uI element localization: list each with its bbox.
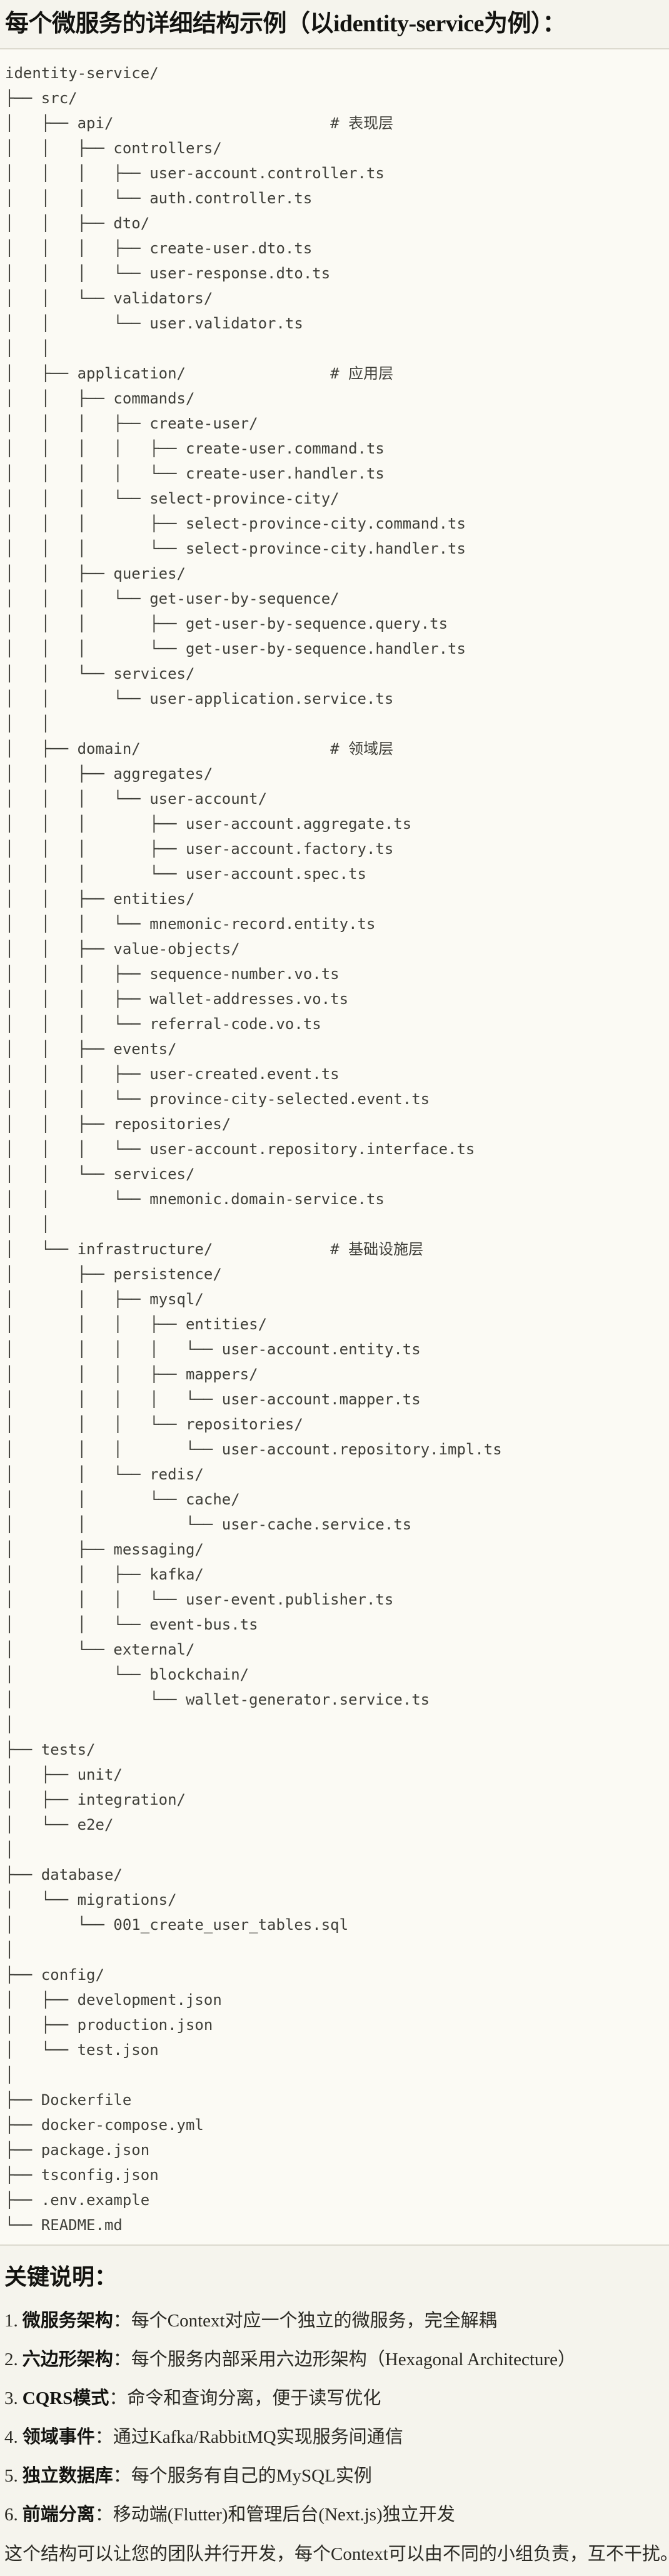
note-text: ：通过Kafka/RabbitMQ实现服务间通信 bbox=[94, 2427, 403, 2447]
note-item-3: 3.CQRS模式：命令和查询分离，便于读写优化 bbox=[4, 2388, 664, 2408]
directory-tree: identity-service/ ├── src/ │ ├── api/ # … bbox=[5, 64, 502, 2234]
note-number: 3. bbox=[4, 2388, 18, 2408]
note-label: 前端分离 bbox=[22, 2505, 95, 2525]
note-text: ：每个服务内部采用六边形架构（Hexagonal Architecture） bbox=[113, 2350, 576, 2370]
note-item-6: 6.前端分离：移动端(Flutter)和管理后台(Next.js)独立开发 bbox=[4, 2505, 664, 2525]
note-item-5: 5.独立数据库：每个服务有自己的MySQL实例 bbox=[4, 2466, 664, 2486]
note-label: CQRS模式 bbox=[22, 2388, 109, 2408]
note-number: 6. bbox=[4, 2505, 18, 2525]
directory-tree-block: identity-service/ ├── src/ │ ├── api/ # … bbox=[0, 48, 669, 2246]
notes-heading: 关键说明： bbox=[4, 2264, 118, 2289]
note-label: 领域事件 bbox=[22, 2427, 95, 2447]
notes-list: 1.微服务架构：每个Context对应一个独立的微服务，完全解耦 2.六边形架构… bbox=[4, 2311, 664, 2525]
note-item-2: 2.六边形架构：每个服务内部采用六边形架构（Hexagonal Architec… bbox=[4, 2350, 664, 2370]
note-number: 1. bbox=[4, 2311, 18, 2331]
note-label: 独立数据库 bbox=[22, 2466, 113, 2486]
note-label: 微服务架构 bbox=[22, 2311, 113, 2331]
note-text: ：移动端(Flutter)和管理后台(Next.js)独立开发 bbox=[94, 2505, 455, 2525]
note-text: ：命令和查询分离，便于读写优化 bbox=[109, 2388, 381, 2408]
notes-section: 关键说明： 1.微服务架构：每个Context对应一个独立的微服务，完全解耦 2… bbox=[0, 2262, 669, 2576]
note-label: 六边形架构 bbox=[22, 2350, 113, 2370]
note-number: 4. bbox=[4, 2427, 18, 2447]
page-title: 每个微服务的详细结构示例（以identity-service为例）： bbox=[5, 11, 566, 37]
note-item-1: 1.微服务架构：每个Context对应一个独立的微服务，完全解耦 bbox=[4, 2311, 664, 2331]
note-text: ：每个服务有自己的MySQL实例 bbox=[113, 2466, 372, 2486]
note-number: 2. bbox=[4, 2350, 18, 2370]
note-text: ：每个Context对应一个独立的微服务，完全解耦 bbox=[113, 2311, 497, 2331]
note-number: 5. bbox=[4, 2466, 18, 2486]
note-item-4: 4.领域事件：通过Kafka/RabbitMQ实现服务间通信 bbox=[4, 2427, 664, 2447]
notes-footer: 这个结构可以让您的团队并行开发，每个Context可以由不同的小组负责，互不干扰… bbox=[4, 2544, 669, 2564]
